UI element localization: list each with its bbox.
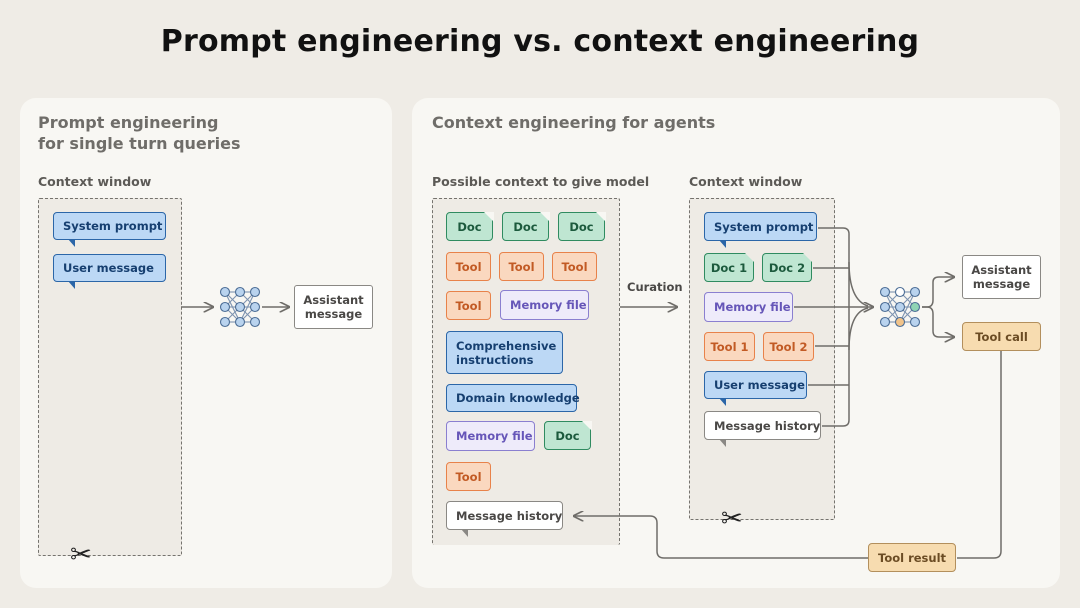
left-user-message: User message bbox=[53, 254, 166, 289]
scissors-icon: ✂ bbox=[70, 540, 92, 570]
tool-call: Tool call bbox=[962, 322, 1041, 351]
possible-doc-2: Doc bbox=[502, 211, 550, 241]
possible-memory-file-2: Memory file bbox=[446, 421, 535, 451]
possible-tool-5: Tool bbox=[446, 462, 491, 491]
comprehensive-line1: Comprehensive bbox=[456, 338, 557, 353]
window-tool-2: Tool 2 bbox=[763, 332, 814, 361]
possible-tool-2: Tool bbox=[499, 252, 544, 281]
possible-memory-file-1: Memory file bbox=[500, 290, 589, 320]
prompt-engineering-title: Prompt engineering for single turn queri… bbox=[38, 112, 241, 154]
left-assistant-message-line2: message bbox=[304, 307, 363, 321]
possible-tool-3: Tool bbox=[552, 252, 597, 281]
context-engineering-title: Context engineering for agents bbox=[432, 113, 716, 132]
page-title: Prompt engineering vs. context engineeri… bbox=[160, 24, 920, 59]
prompt-engineering-title-line2: for single turn queries bbox=[38, 134, 241, 153]
prompt-engineering-title-line1: Prompt engineering bbox=[38, 113, 219, 132]
window-message-history: Message history bbox=[704, 411, 821, 447]
window-memory-file: Memory file bbox=[704, 292, 793, 322]
possible-doc-1: Doc bbox=[446, 211, 494, 241]
window-user-message: User message bbox=[704, 371, 807, 406]
possible-comprehensive-instructions: Comprehensive instructions bbox=[446, 331, 563, 374]
possible-doc-4: Doc bbox=[544, 420, 592, 450]
possible-tool-1: Tool bbox=[446, 252, 491, 281]
possible-tool-4: Tool bbox=[446, 291, 491, 320]
left-assistant-message: Assistant message bbox=[294, 285, 373, 329]
model-network-icon bbox=[219, 286, 261, 328]
possible-context-label: Possible context to give model bbox=[432, 174, 650, 189]
right-assistant-message-line2: message bbox=[972, 277, 1031, 291]
right-context-window-label: Context window bbox=[689, 174, 803, 189]
right-assistant-message-line1: Assistant bbox=[971, 263, 1032, 277]
comprehensive-line2: instructions bbox=[456, 352, 534, 367]
model-network-icon bbox=[879, 286, 921, 328]
left-context-window-label: Context window bbox=[38, 174, 152, 189]
window-system-prompt: System prompt bbox=[704, 212, 817, 248]
possible-message-history: Message history bbox=[446, 501, 563, 537]
tool-result: Tool result bbox=[868, 543, 956, 572]
possible-doc-3: Doc bbox=[558, 211, 606, 241]
scissors-icon: ✂ bbox=[721, 504, 743, 534]
window-doc-1: Doc 1 bbox=[704, 252, 755, 282]
left-assistant-message-line1: Assistant bbox=[303, 293, 364, 307]
right-assistant-message: Assistant message bbox=[962, 255, 1041, 299]
possible-domain-knowledge: Domain knowledge bbox=[446, 384, 580, 412]
window-doc-2: Doc 2 bbox=[762, 252, 813, 282]
left-system-prompt: System prompt bbox=[53, 212, 166, 247]
curation-label: Curation bbox=[627, 280, 683, 294]
window-tool-1: Tool 1 bbox=[704, 332, 755, 361]
